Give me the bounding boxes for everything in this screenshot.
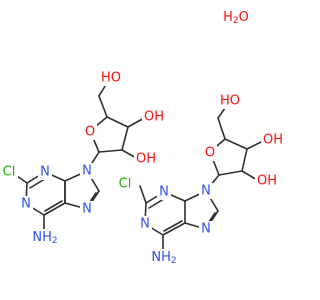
bond: [98, 95, 108, 118]
water-oxygen: O: [239, 10, 249, 25]
amine-label: NH2: [151, 250, 176, 267]
hydroxyl-label: HO: [220, 94, 240, 109]
bond: [139, 185, 147, 204]
hydroxyl-right-label: OH: [136, 152, 156, 167]
label-background: [32, 229, 62, 247]
bond: [217, 117, 226, 140]
amine-subscript: 2: [52, 236, 58, 246]
label-background: [80, 201, 94, 217]
nitrogen-label: N: [140, 217, 150, 232]
label-background: [134, 151, 158, 167]
molecule-1: HO O OH OH N N N N Cl NH2: [0, 70, 166, 247]
chlorine-label: Cl: [3, 165, 16, 180]
label-background: [138, 216, 152, 232]
nitrogen-label: N: [21, 197, 31, 212]
nitrogen-label: N: [201, 222, 211, 237]
ring-oxygen-label: O: [205, 146, 215, 161]
label-background: [218, 93, 242, 109]
hydroxyl-right-label: OH: [144, 110, 164, 125]
chemical-structure-diagram: HO O OH OH N N N N Cl NH2: [0, 9, 285, 267]
water-label: H2O: [223, 10, 249, 27]
label-background: [83, 124, 97, 140]
bond: [121, 126, 129, 151]
label-background: [116, 176, 134, 192]
molecule-2: HO O OH OH N N N N Cl NH2: [116, 93, 285, 267]
label-background: [199, 221, 213, 237]
nitrogen-label: N: [40, 165, 50, 180]
amine-subscript: 2: [171, 256, 177, 266]
label-background: [203, 145, 217, 161]
nitrogen-label: N: [82, 202, 92, 217]
bond: [218, 170, 243, 176]
label-background: [0, 164, 18, 180]
bond: [241, 148, 248, 172]
label-background: [199, 183, 213, 199]
nitrogen-label: N: [159, 185, 169, 200]
bond: [106, 116, 129, 128]
bond: [224, 138, 248, 150]
label-background: [261, 132, 285, 148]
amine-label: NH2: [32, 230, 57, 247]
hydroxyl-right-label: OH: [257, 174, 277, 189]
water-molecule: H2O: [223, 10, 249, 27]
bond: [98, 149, 123, 153]
hydroxyl-right-label: OH: [263, 133, 283, 148]
label-background: [99, 70, 123, 86]
bond: [43, 202, 66, 216]
amine-label-text: NH: [151, 250, 171, 265]
bond: [162, 222, 186, 236]
nitrogen-label: N: [82, 164, 92, 179]
label-background: [80, 163, 94, 179]
bond: [44, 200, 63, 212]
label-background: [142, 109, 166, 125]
water-subscript: 2: [233, 16, 239, 26]
label-background: [151, 249, 181, 267]
molecule-1-labels: HO O OH OH N N N N Cl NH2: [0, 70, 166, 247]
water-hydrogen: H: [223, 10, 233, 25]
bond: [163, 220, 183, 232]
amine-label-text: NH: [32, 230, 52, 245]
label-background: [157, 184, 171, 200]
chlorine-label: Cl: [119, 177, 132, 192]
hydroxyl-label: HO: [101, 71, 121, 86]
label-background: [19, 196, 33, 212]
ring-oxygen-label: O: [85, 125, 95, 140]
label-background: [255, 173, 279, 189]
label-background: [38, 164, 52, 180]
nitrogen-label: N: [201, 184, 211, 199]
molecule-2-labels: HO O OH OH N N N N Cl NH2: [116, 93, 285, 267]
